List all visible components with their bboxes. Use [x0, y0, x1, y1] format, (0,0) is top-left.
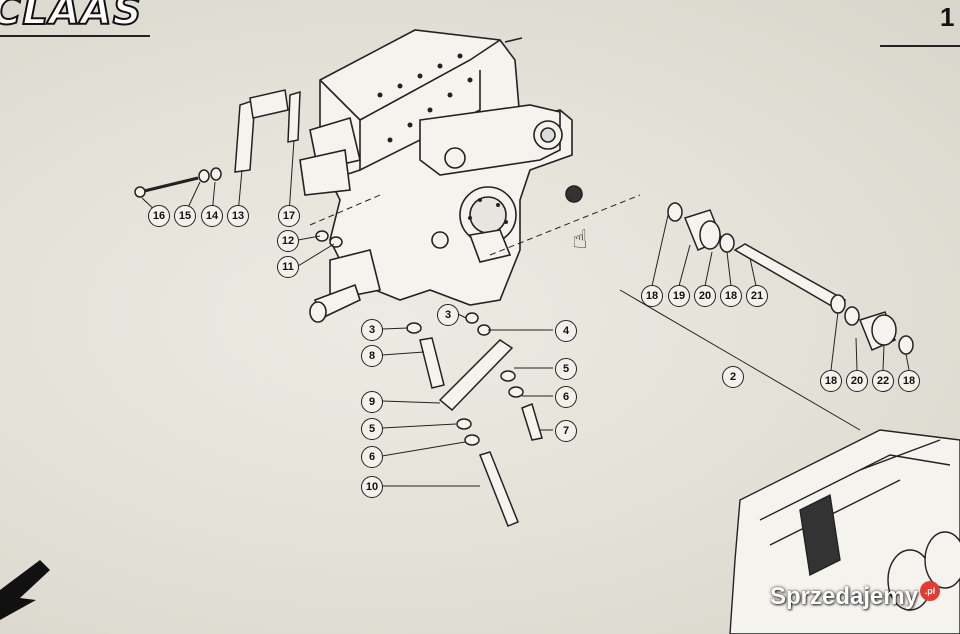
callout-6-right[interactable]: 6	[555, 386, 577, 408]
callout-21[interactable]: 21	[746, 285, 768, 307]
shaft-assembly	[667, 202, 914, 355]
callout-5-left[interactable]: 5	[361, 418, 383, 440]
callout-leaders	[141, 139, 910, 487]
callout-14[interactable]: 14	[201, 205, 223, 227]
left-bracket-assembly	[134, 89, 343, 248]
dashed-leader	[489, 194, 641, 256]
callout-6-left[interactable]: 6	[361, 446, 383, 468]
callout-4[interactable]: 4	[555, 320, 577, 342]
gearbox-housing	[299, 29, 583, 323]
callout-18-b[interactable]: 18	[720, 285, 742, 307]
callout-19[interactable]: 19	[668, 285, 690, 307]
callout-15[interactable]: 15	[174, 205, 196, 227]
callout-3-right[interactable]: 3	[437, 304, 459, 326]
callout-20-b[interactable]: 20	[846, 370, 868, 392]
callout-13[interactable]: 13	[227, 205, 249, 227]
callout-22[interactable]: 22	[872, 370, 894, 392]
housing-bolts	[377, 53, 508, 224]
callout-3-left[interactable]: 3	[361, 319, 383, 341]
page-number: 1	[940, 2, 955, 32]
callout-18-c[interactable]: 18	[820, 370, 842, 392]
callout-11[interactable]: 11	[277, 256, 299, 278]
callout-12[interactable]: 12	[277, 230, 299, 252]
group-line	[619, 289, 861, 431]
page-turn-arrow-icon	[0, 560, 50, 620]
callout-16[interactable]: 16	[148, 205, 170, 227]
callout-8[interactable]: 8	[361, 345, 383, 367]
callout-18-a[interactable]: 18	[641, 285, 663, 307]
callout-9[interactable]: 9	[361, 391, 383, 413]
brand-logo: CLAAS	[0, 0, 143, 35]
callout-7[interactable]: 7	[555, 420, 577, 442]
callout-5-right[interactable]: 5	[555, 358, 577, 380]
callout-17[interactable]: 17	[278, 205, 300, 227]
callout-18-d[interactable]: 18	[898, 370, 920, 392]
callout-2[interactable]: 2	[722, 366, 744, 388]
hand-cursor-icon: ☝	[572, 225, 588, 255]
callout-20-a[interactable]: 20	[694, 285, 716, 307]
watermark-text: Sprzedajemy	[770, 583, 919, 610]
dashed-leader-left	[309, 194, 381, 226]
lower-linkage-assembly	[406, 312, 543, 527]
baler-machine-thumbnail	[729, 429, 960, 634]
watermark-suffix: .pl	[920, 581, 940, 601]
callout-10[interactable]: 10	[361, 476, 383, 498]
